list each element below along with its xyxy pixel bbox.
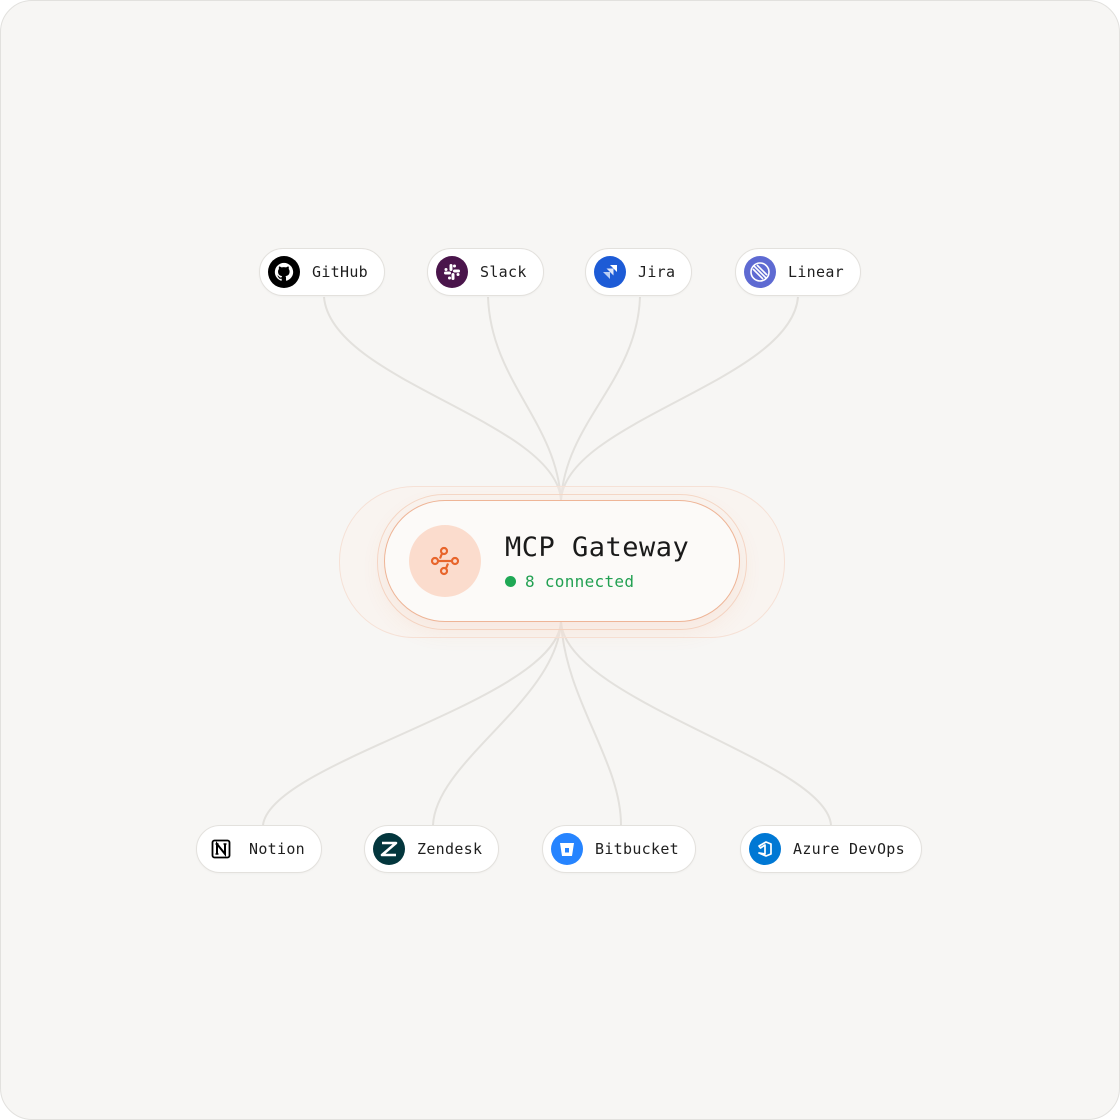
gateway-title: MCP Gateway: [505, 531, 690, 563]
integration-zendesk[interactable]: Zendesk: [364, 825, 500, 873]
wire-bitbucket: [560, 621, 622, 826]
zendesk-icon: [373, 833, 405, 865]
integration-label: Slack: [480, 263, 527, 281]
wire-slack: [487, 296, 562, 501]
azure-devops-icon: [749, 833, 781, 865]
integration-label: Zendesk: [417, 840, 483, 858]
slack-icon: [436, 256, 468, 288]
integration-label: Azure DevOps: [793, 840, 905, 858]
integration-linear[interactable]: Linear: [735, 248, 861, 296]
wire-azure-devops: [560, 621, 832, 826]
integration-bitbucket[interactable]: Bitbucket: [542, 825, 696, 873]
gateway-halo-inner: [377, 494, 747, 630]
wire-github: [323, 296, 562, 501]
bitbucket-icon: [551, 833, 583, 865]
integration-notion[interactable]: Notion: [196, 825, 322, 873]
integration-label: GitHub: [312, 263, 368, 281]
integration-azure-devops[interactable]: Azure DevOps: [740, 825, 922, 873]
wire-zendesk: [432, 621, 562, 826]
mcp-gateway-card[interactable]: MCP Gateway 8 connected: [384, 500, 740, 622]
integration-jira[interactable]: Jira: [585, 248, 693, 296]
gateway-status: 8 connected: [505, 572, 689, 591]
wire-notion: [262, 621, 562, 826]
jira-icon: [594, 256, 626, 288]
connection-nodes-icon: [409, 525, 481, 597]
integration-label: Bitbucket: [595, 840, 679, 858]
wire-jira: [560, 296, 641, 501]
integration-slack[interactable]: Slack: [427, 248, 544, 296]
integration-label: Linear: [788, 263, 844, 281]
wire-linear: [560, 296, 799, 501]
github-icon: [268, 256, 300, 288]
status-dot-icon: [505, 575, 516, 587]
linear-icon: [744, 256, 776, 288]
integration-label: Jira: [638, 263, 676, 281]
integration-github[interactable]: GitHub: [259, 248, 385, 296]
notion-icon: [205, 833, 237, 865]
integration-label: Notion: [249, 840, 305, 858]
gateway-status-text: 8 connected: [525, 571, 635, 591]
